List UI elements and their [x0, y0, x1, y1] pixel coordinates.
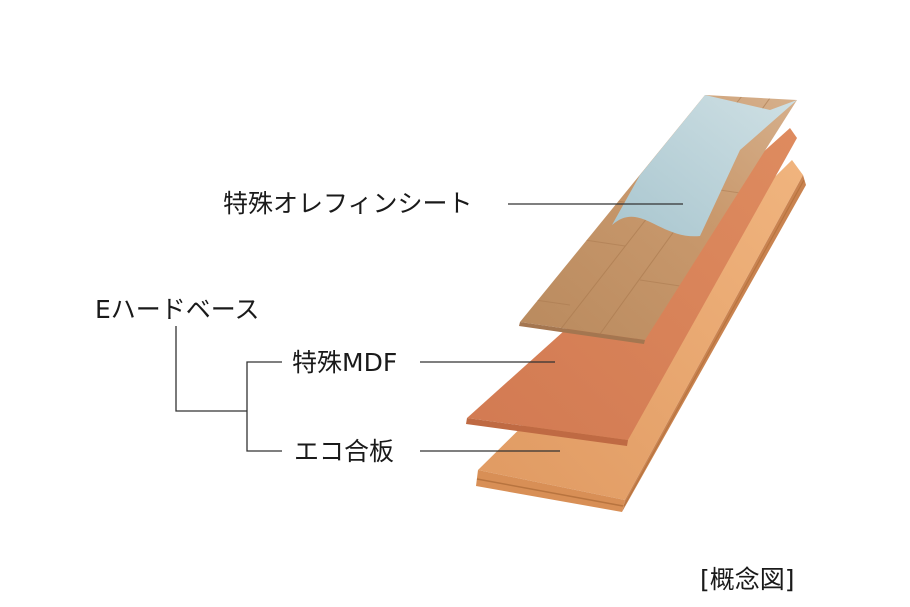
diagram-caption: [概念図]	[700, 565, 795, 594]
mdf-edge	[466, 418, 628, 446]
special-mdf-label: 特殊MDF	[292, 348, 397, 377]
plywood-groove-line-2	[623, 179, 805, 507]
plywood-groove-line	[476, 478, 624, 507]
olefin-sheet-label: 特殊オレフィンシート	[223, 189, 473, 218]
leader-lines	[175, 203, 683, 452]
olefin-sheet-layer	[519, 95, 797, 344]
peeled-sheet-area	[612, 95, 797, 237]
wood-grain	[534, 95, 797, 335]
eco-plywood-label: エコ合板	[294, 437, 394, 466]
e-hard-base-label: Eハードベース	[95, 295, 260, 324]
e-hard-base-bracket	[175, 326, 247, 412]
e-hard-base-bracket-branch	[246, 361, 282, 452]
olefin-sheet-edge	[519, 322, 645, 344]
plywood-side	[476, 470, 625, 512]
